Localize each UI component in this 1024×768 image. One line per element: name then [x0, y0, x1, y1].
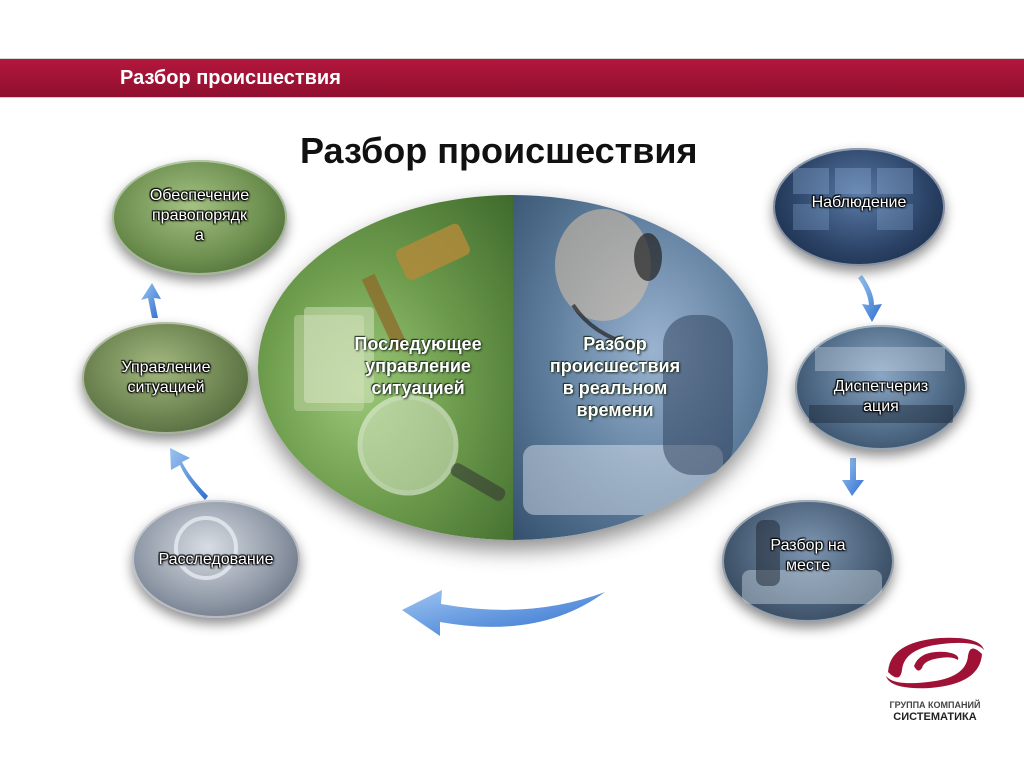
- logo-line-2: СИСТЕМАТИКА: [893, 711, 977, 723]
- police-car-icon: [742, 520, 882, 604]
- header-bar: Разбор происшествия: [0, 58, 1024, 98]
- central-left-label: Последующее управление ситуацией: [354, 334, 482, 398]
- magnifier-icon: [174, 516, 238, 580]
- arrow-bottom-left-icon: [402, 590, 605, 636]
- systematika-logo-icon: [886, 637, 984, 689]
- page-title: Разбор происшествия: [300, 130, 698, 171]
- node-investigation: Расследование: [132, 500, 300, 618]
- arrow-down-small-icon: [842, 458, 864, 496]
- node-dispatch: Диспетчериз ация: [795, 325, 967, 450]
- node-onsite: Разбор на месте: [722, 500, 894, 622]
- control-room-icon: [809, 347, 953, 423]
- arrow-up-small-icon: [141, 283, 161, 318]
- arrow-down-right-icon: [858, 275, 882, 322]
- header-title: Разбор происшествия: [120, 67, 341, 89]
- arrow-up-left-icon: [170, 448, 208, 500]
- logo-line-1: ГРУППА КОМПАНИЙ: [889, 700, 981, 710]
- central-ellipse: Последующее управление ситуацией Разбор …: [258, 195, 768, 540]
- gavel-icon: [294, 223, 470, 411]
- node-law-enforcement: Обеспечение правопорядк а: [112, 160, 287, 275]
- central-right-half: [513, 195, 768, 540]
- operator-headset-icon: [523, 209, 733, 515]
- node-observation: Наблюдение: [773, 148, 945, 266]
- company-logo: ГРУППА КОМПАНИЙ СИСТЕМАТИКА: [880, 632, 990, 727]
- node-situation-management: Управление ситуацией: [82, 322, 250, 434]
- magnifier-icon: [357, 394, 506, 501]
- monitor-wall-icon: [793, 168, 913, 230]
- central-right-label: Разбор происшествия в реальном времени: [549, 334, 681, 420]
- central-left-half: [258, 195, 513, 540]
